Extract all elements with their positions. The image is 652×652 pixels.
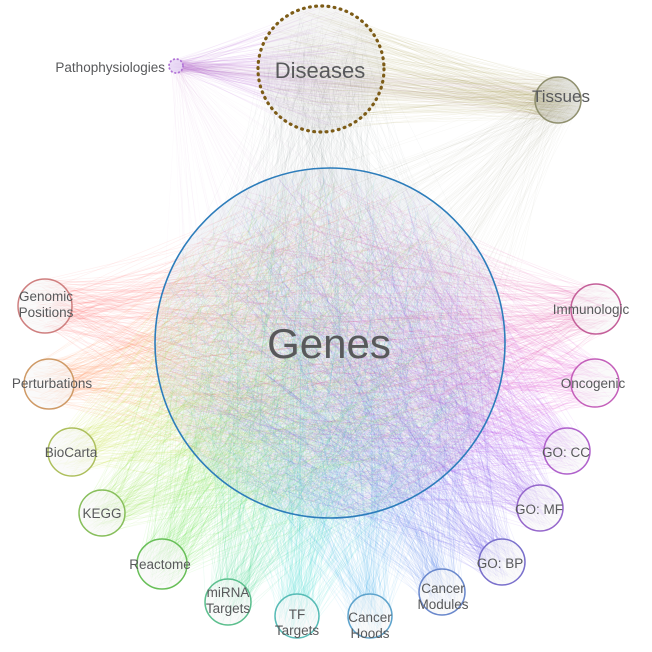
edge-bundle-genes-go_bp	[159, 172, 525, 585]
node-biocarta-circle[interactable]	[47, 427, 97, 477]
node-genomic_positions-circle[interactable]	[17, 278, 73, 334]
node-perturbations-circle[interactable]	[23, 358, 75, 410]
node-immunologic-circle[interactable]	[570, 283, 622, 335]
node-go_cc-label: GO: CC	[542, 445, 590, 460]
node-genes-label: Genes	[267, 320, 391, 367]
edge-bundle-genes-reactome	[136, 170, 498, 588]
edge-bundle-genes-biocarta	[48, 171, 504, 509]
node-tf_targets-circle[interactable]	[274, 593, 320, 639]
label-layer: Genes Diseases PathophysiologiesTissuesGen…	[12, 58, 630, 641]
node-kegg-label: KEGG	[82, 506, 121, 521]
edge-bundle-genes-perturbations	[25, 176, 478, 516]
node-pathophysiologies-label: Pathophysiologies	[55, 60, 165, 75]
edge-bundle-diseases-genes	[155, 8, 504, 519]
edge-layer	[18, 6, 621, 638]
edge-bundle-tissues-genes	[174, 78, 581, 502]
edge-bundle-genes-kegg	[79, 174, 504, 534]
node-perturbations-label: Perturbations	[12, 376, 93, 391]
node-reactome-label: Reactome	[129, 557, 191, 572]
node-diseases-circle[interactable]	[256, 4, 386, 134]
node-tissues-label: Tissues	[532, 87, 590, 106]
node-immunologic-label: Immunologic	[553, 302, 630, 317]
node-go_cc-circle[interactable]	[543, 427, 591, 475]
edge-bundle-pathophysiologies-genes	[158, 59, 494, 507]
node-mirna_targets-circle[interactable]	[204, 578, 252, 626]
node-oncogenic-label: Oncogenic	[561, 376, 626, 391]
node-pathophysiologies-circle[interactable]	[168, 58, 184, 74]
edge-bundle-genes-go_mf	[161, 173, 563, 531]
node-go_mf-circle[interactable]	[516, 484, 564, 532]
node-layer	[17, 4, 622, 639]
edge-bundle-genes-tf_targets	[162, 172, 495, 638]
edge-bundle-diseases-tissues	[260, 7, 581, 131]
edge-bundle-genes-mirna_targets	[176, 177, 492, 625]
edge-bundle-genes-oncogenic	[161, 176, 619, 514]
edge-bundle-genes-immunologic	[166, 179, 621, 509]
node-go_bp-label: GO: BP	[477, 556, 524, 571]
node-cancer_modules-circle[interactable]	[418, 568, 466, 616]
edge-bundle-pathophysiologies-tissues	[169, 59, 579, 121]
node-cancer_hoods-circle[interactable]	[347, 593, 393, 639]
node-kegg-circle[interactable]	[78, 489, 126, 537]
node-oncogenic-circle[interactable]	[570, 358, 620, 408]
node-go_bp-circle[interactable]	[478, 538, 526, 586]
edge-bundle-genes-cancer_hoods	[157, 168, 485, 637]
node-diseases-label: Diseases	[275, 58, 365, 83]
node-tissues-circle[interactable]	[534, 76, 582, 124]
edge-bundle-genes-go_cc	[163, 182, 590, 516]
node-go_mf-label: GO: MF	[515, 502, 563, 517]
node-biocarta-label: BioCarta	[45, 445, 98, 460]
node-reactome-circle[interactable]	[136, 538, 188, 590]
node-genes-circle[interactable]	[154, 167, 506, 519]
edge-bundle-genes-cancer_modules	[167, 175, 493, 614]
edge-bundle-pathophysiologies-diseases	[169, 6, 376, 129]
